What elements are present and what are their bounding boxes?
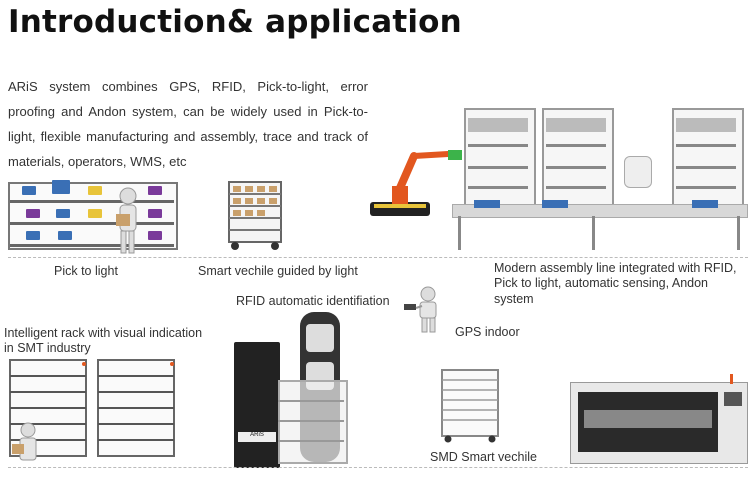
label-gps: GPS indoor	[455, 325, 520, 339]
label-rfid: RFID automatic identifiation	[236, 294, 390, 308]
gps-person-illustration	[404, 286, 437, 333]
assembly-line-illustration	[452, 104, 748, 254]
rfid-kiosk-illustration: ARiS	[234, 310, 348, 470]
label-rack-smt-1: Intelligent rack with visual indication	[4, 326, 203, 340]
smart-vehicle-cart-illustration	[228, 181, 282, 250]
label-rack-smt-2: in SMT industry	[4, 341, 91, 355]
kiosk-brand-label: ARiS	[238, 432, 276, 442]
upper-divider	[8, 257, 748, 258]
robot-arm-agv-illustration	[370, 150, 462, 216]
label-assembly-line-1: Modern assembly line integrated with RFI…	[494, 261, 737, 275]
pick-to-light-rack-illustration	[8, 172, 178, 254]
label-pick-to-light: Pick to light	[54, 264, 118, 278]
intro-paragraph: ARiS system combines GPS, RFID, Pick-to-…	[8, 79, 368, 169]
label-smd: SMD Smart vechile	[430, 450, 537, 464]
smt-machine-illustration	[570, 374, 748, 464]
smt-racks-illustration	[9, 359, 175, 461]
page-title: Introduction& application	[8, 4, 462, 40]
label-smart-vehicle: Smart vechile guided by light	[198, 264, 358, 278]
worker-figure	[116, 187, 137, 254]
label-assembly-line-2: Pick to light, automatic sensing, Andon …	[494, 276, 709, 306]
lower-divider	[8, 467, 748, 468]
smd-vehicle-illustration	[441, 369, 499, 443]
